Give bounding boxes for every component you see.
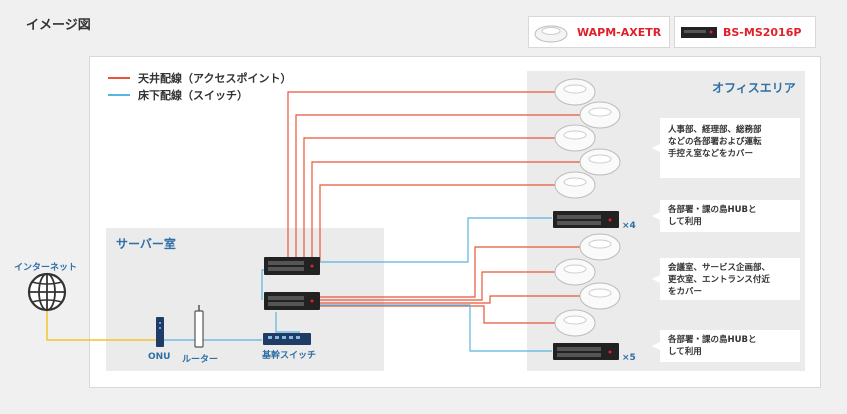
internet-label: インターネット — [14, 263, 78, 273]
access-point-icon — [554, 309, 596, 337]
ceiling-cables-bottom — [318, 246, 585, 324]
access-point-icon — [534, 25, 568, 43]
legend-ceiling: 天井配線（アクセスポイント） — [108, 70, 291, 86]
router-icon — [194, 305, 204, 348]
legend-floor: 床下配線（スイッチ） — [108, 87, 248, 103]
office-area-label: オフィスエリア — [712, 81, 796, 95]
access-point-icon — [579, 282, 621, 310]
access-point-icon — [554, 258, 596, 286]
access-point-icon — [554, 78, 596, 106]
legend-ceiling-line — [108, 77, 130, 79]
onu-icon — [156, 317, 164, 347]
note-top-aps: 人事部、経理部、総務部 などの各部署および運転 手控え室などをカバー — [668, 125, 762, 159]
core-switch-label: 基幹スイッチ — [262, 351, 317, 361]
onu-label: ONU — [148, 352, 171, 362]
office-switch-lower — [553, 343, 619, 360]
page-title: イメージ図 — [26, 18, 91, 33]
switch-icon — [681, 27, 717, 38]
core-switch-icon — [263, 333, 311, 345]
router-label: ルーター — [182, 355, 219, 365]
legend-floor-line — [108, 94, 130, 96]
access-points — [554, 78, 621, 337]
note-upper-hub: 各部署・課の島HUBと して利用 — [668, 205, 757, 227]
floor-cables — [261, 217, 552, 352]
product-switch-badge: BS-MS2016P — [674, 16, 816, 48]
access-point-icon — [579, 233, 621, 261]
note-lower-hub: 各部署・課の島HUBと して利用 — [668, 335, 757, 357]
access-point-icon — [554, 124, 596, 152]
access-point-icon — [554, 171, 596, 199]
globe-icon — [27, 272, 67, 312]
product-switch-label: BS-MS2016P — [723, 25, 802, 39]
note-boxes — [652, 118, 800, 362]
product-ap-badge: WAPM-AXETR — [528, 16, 670, 48]
lower-hub-count: ×5 — [622, 353, 636, 363]
server-switch-bottom — [264, 292, 320, 310]
legend-floor-label: 床下配線（スイッチ） — [138, 89, 248, 102]
office-switch-upper — [553, 211, 619, 228]
upper-hub-count: ×4 — [622, 221, 636, 231]
note-lower-aps: 会議室、サービス企画部、 更衣室、エントランス付近 をカバー — [668, 263, 771, 297]
access-point-icon — [579, 148, 621, 176]
server-room-label: サーバー室 — [116, 237, 176, 251]
server-switch-top — [264, 257, 320, 275]
ceiling-cables-top — [287, 91, 585, 262]
internet-cable — [46, 310, 160, 341]
product-ap-label: WAPM-AXETR — [577, 25, 662, 39]
access-point-icon — [579, 101, 621, 129]
legend-ceiling-label: 天井配線（アクセスポイント） — [138, 72, 292, 85]
